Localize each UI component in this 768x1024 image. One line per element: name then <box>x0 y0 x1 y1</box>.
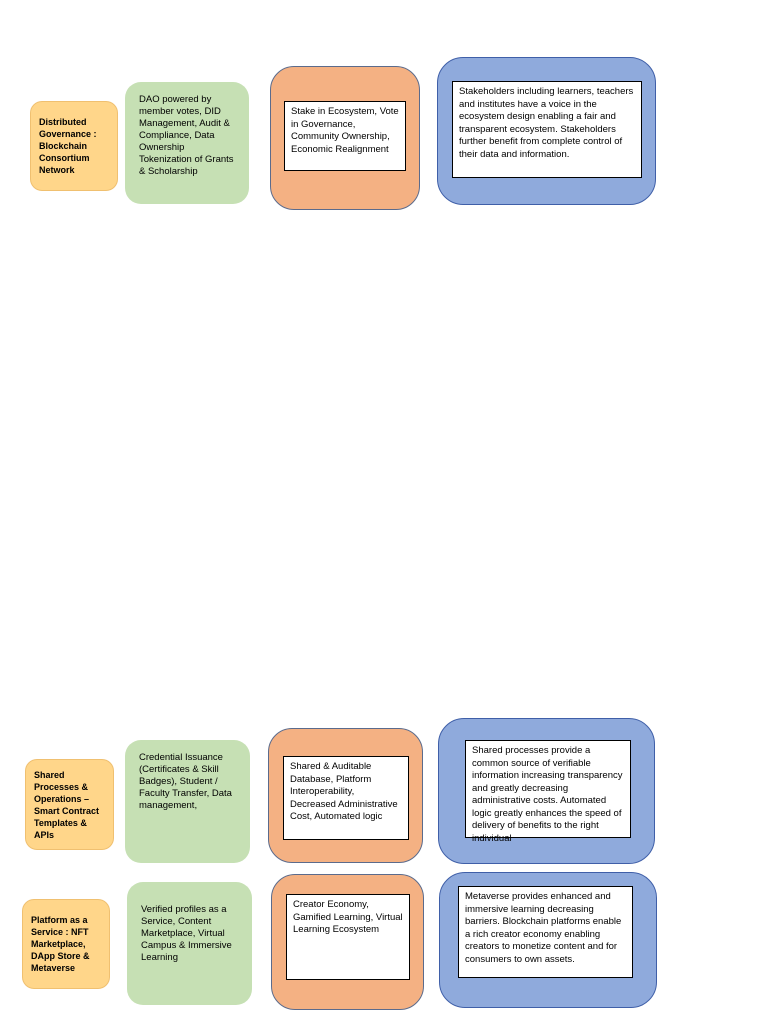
row-shared-processes-description-text: Shared processes provide a common source… <box>472 745 623 844</box>
row-shared-processes-label: Shared Processes & Operations – Smart Co… <box>25 759 114 850</box>
row-governance-label-text: Distributed Governance : Blockchain Cons… <box>39 117 97 175</box>
row-platform-features: Verified profiles as a Service, Content … <box>127 882 252 1005</box>
row-platform-description-box: Metaverse provides enhanced and immersiv… <box>458 886 633 978</box>
row-governance-description-text: Stakeholders including learners, teacher… <box>459 86 634 160</box>
row-governance-description-box: Stakeholders including learners, teacher… <box>452 81 642 178</box>
row-shared-processes-features-text: Credential Issuance (Certificates & Skil… <box>139 752 232 811</box>
row-governance-value-box: Stake in Ecosystem, Vote in Governance, … <box>284 101 406 171</box>
row-platform-label: Platform as a Service : NFT Marketplace,… <box>22 899 110 989</box>
row-platform-description-text: Metaverse provides enhanced and immersiv… <box>465 891 622 965</box>
row-platform-value-text: Creator Economy, Gamified Learning, Virt… <box>293 899 403 935</box>
row-governance-features: DAO powered by member votes, DID Managem… <box>125 82 249 204</box>
row-platform-label-text: Platform as a Service : NFT Marketplace,… <box>31 915 90 973</box>
row-shared-processes-value-text: Shared & Auditable Database, Platform In… <box>290 761 398 822</box>
row-platform-value-box: Creator Economy, Gamified Learning, Virt… <box>286 894 410 980</box>
row-shared-processes-label-text: Shared Processes & Operations – Smart Co… <box>34 769 100 840</box>
row-shared-processes-features: Credential Issuance (Certificates & Skil… <box>125 740 250 863</box>
row-shared-processes-value-box: Shared & Auditable Database, Platform In… <box>283 756 409 840</box>
row-governance-features-text: DAO powered by member votes, DID Managem… <box>139 94 234 177</box>
row-governance-label: Distributed Governance : Blockchain Cons… <box>30 101 118 191</box>
row-shared-processes-description-box: Shared processes provide a common source… <box>465 740 631 844</box>
row-governance-value-text: Stake in Ecosystem, Vote in Governance, … <box>291 106 399 155</box>
row-platform-features-text: Verified profiles as a Service, Content … <box>141 904 232 963</box>
